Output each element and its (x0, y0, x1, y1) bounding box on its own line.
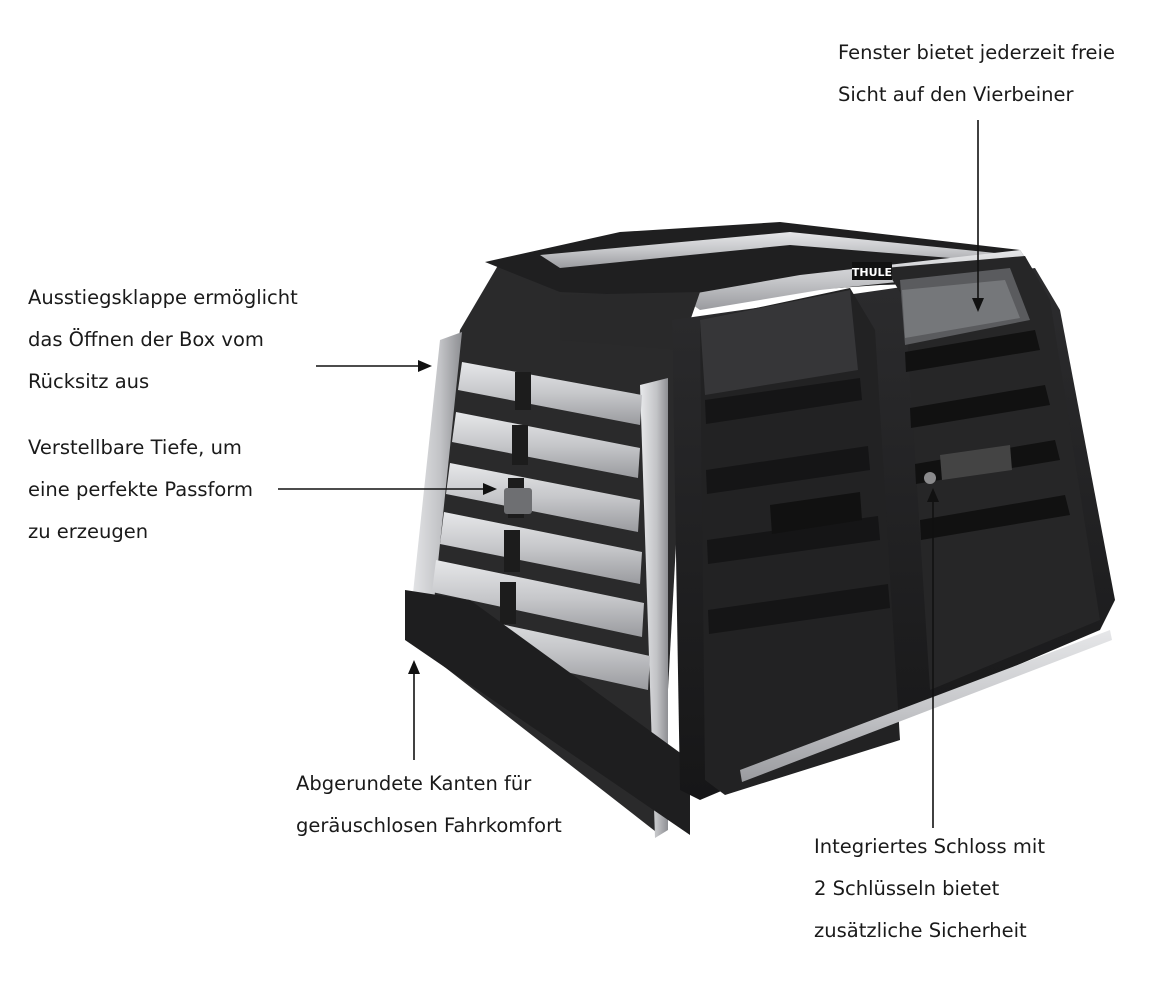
crate-side (405, 262, 690, 838)
callout-lock: Integriertes Schloss mit 2 Schlüsseln bi… (814, 826, 1045, 952)
lock-icon (924, 472, 936, 484)
crate-front: THULE (672, 256, 1115, 800)
callout-edges-line-2: geräuschlosen Fahrkomfort (296, 814, 562, 837)
callout-arrows (278, 120, 984, 828)
callout-depth-line-3: zu erzeugen (28, 520, 149, 543)
arrowhead-depth (483, 483, 497, 495)
window-grille (905, 330, 1070, 540)
callout-edges-line-1: Abgerundete Kanten für (296, 772, 532, 795)
callout-exit-flap: Ausstiegsklappe ermöglicht das Öffnen de… (28, 277, 298, 403)
callout-window-line-1: Fenster bietet jederzeit freie (838, 41, 1115, 64)
callout-exit-flap-line-1: Ausstiegsklappe ermöglicht (28, 286, 298, 309)
callout-window: Fenster bietet jederzeit freie Sicht auf… (838, 32, 1115, 116)
callout-depth-line-2: eine perfekte Passform (28, 478, 253, 501)
arrowhead-exit-flap (418, 360, 432, 372)
callout-window-line-2: Sicht auf den Vierbeiner (838, 83, 1074, 106)
arrowhead-lock (927, 488, 939, 502)
callout-exit-flap-line-2: das Öffnen der Box vom (28, 328, 264, 351)
arrowhead-edges (408, 660, 420, 674)
callout-lock-line-2: 2 Schlüsseln bietet (814, 877, 1000, 900)
callout-exit-flap-line-3: Rücksitz aus (28, 370, 150, 393)
callout-depth-line-1: Verstellbare Tiefe, um (28, 436, 242, 459)
brand-logo: THULE (852, 266, 892, 279)
callout-lock-line-1: Integriertes Schloss mit (814, 835, 1045, 858)
callout-edges: Abgerundete Kanten für geräuschlosen Fah… (296, 763, 562, 847)
arrowhead-window (972, 298, 984, 312)
callout-depth: Verstellbare Tiefe, um eine perfekte Pas… (28, 427, 253, 553)
side-slats (420, 362, 650, 690)
callout-lock-line-3: zusätzliche Sicherheit (814, 919, 1027, 942)
